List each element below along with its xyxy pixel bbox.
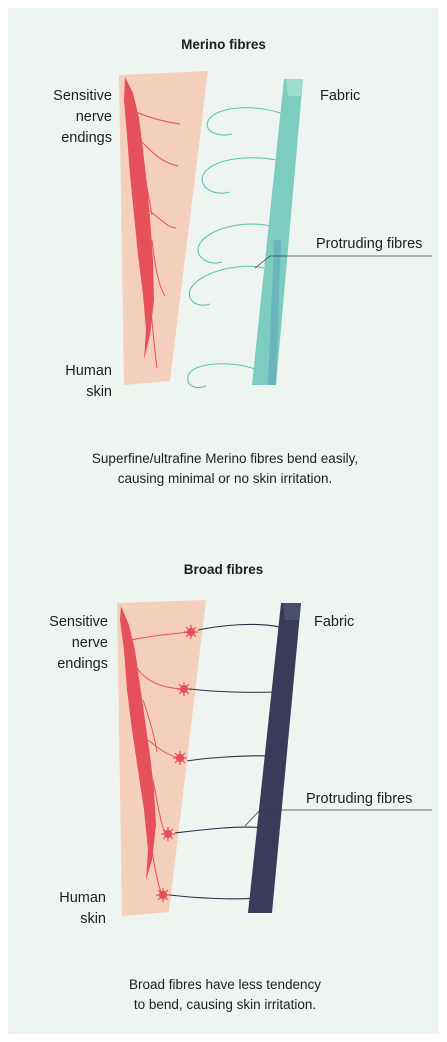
broad-skin-label: Human skin <box>20 888 106 930</box>
merino-nerve-label: Sensitive nerve endings <box>20 86 112 149</box>
broad-title: Broad fibres <box>0 562 447 577</box>
broad-caption: Broad fibres have less tendency to bend,… <box>30 975 420 1015</box>
merino-skin-label: Human skin <box>20 361 112 403</box>
merino-caption: Superfine/ultrafine Merino fibres bend e… <box>30 449 420 489</box>
broad-fabric-label: Fabric <box>314 612 354 633</box>
merino-fabric-label: Fabric <box>320 86 360 107</box>
broad-fabric <box>248 603 301 913</box>
merino-protruding-label: Protruding fibres <box>316 234 422 255</box>
broad-protruding-label: Protruding fibres <box>306 789 412 810</box>
broad-nerve-label: Sensitive nerve endings <box>20 612 108 675</box>
